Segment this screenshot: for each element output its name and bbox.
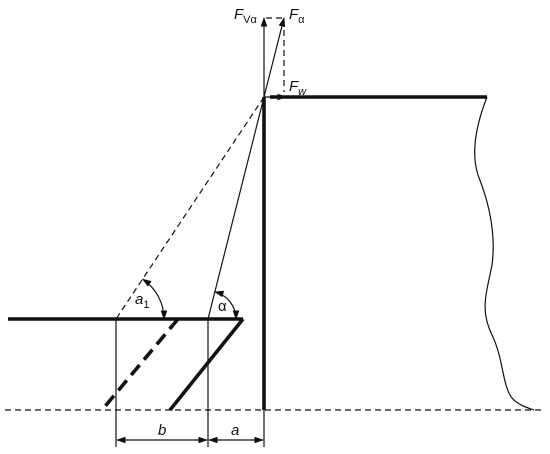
- force-angled-label: Fα: [289, 6, 305, 26]
- angle-a1-arc: [141, 278, 168, 320]
- guy-line: [207, 96, 265, 320]
- support-brace: [168, 317, 245, 412]
- support-brace-alternate: [100, 317, 180, 412]
- dimension-a-label: a: [231, 422, 239, 439]
- angle-a1-label: a1: [135, 291, 149, 311]
- force-wind-label: Fw: [289, 78, 307, 98]
- guy-line-alternate: [115, 96, 265, 320]
- angle-alpha-arc: [213, 290, 240, 320]
- wall-break-line: [474, 96, 535, 411]
- force-angled-arrow: [263, 17, 286, 98]
- angle-alpha-label: α: [218, 298, 227, 315]
- force-vertical-label: FVα: [234, 6, 258, 26]
- dimension-b-label: b: [158, 422, 166, 439]
